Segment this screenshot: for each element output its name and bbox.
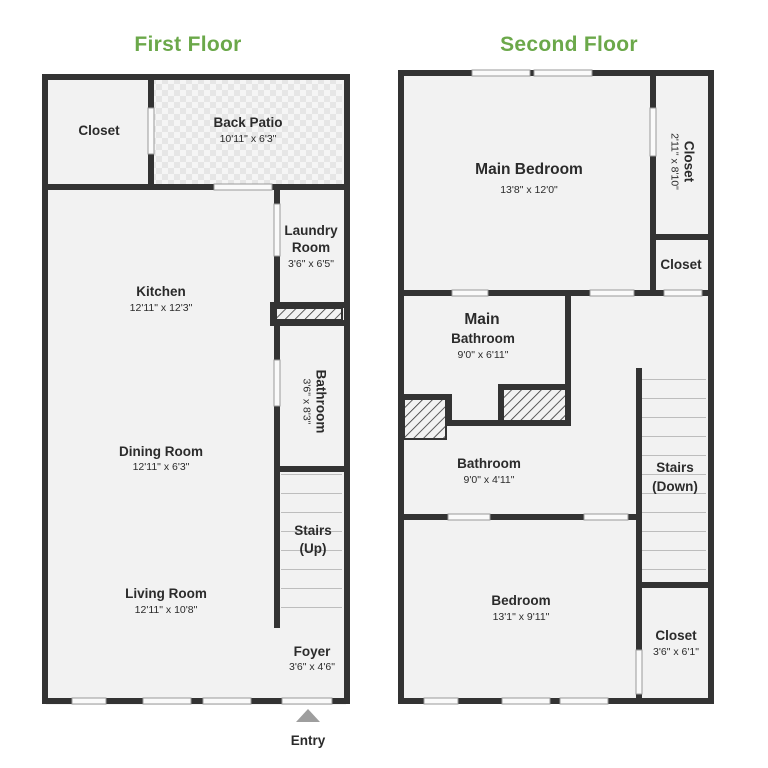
first-floor-chase: [275, 307, 343, 321]
sf-closet-bottom-dim: 3'6" x 6'1": [653, 646, 699, 658]
stairs-down-treads: [642, 370, 706, 582]
second-floor-chase-left: [403, 396, 447, 440]
main-bedroom-label: Main Bedroom: [475, 161, 583, 178]
second-floor-plan: [398, 69, 714, 705]
kitchen-dim: 12'11" x 12'3": [129, 302, 193, 314]
stairs-up-label-line1: Stairs: [294, 523, 332, 538]
kitchen-label: Kitchen: [136, 284, 186, 299]
ff-bathroom-rotated-label: Bathroom 3'6" x 8'3": [300, 356, 329, 448]
foyer-dim: 3'6" x 4'6": [289, 661, 335, 673]
entry-label: Entry: [290, 733, 326, 748]
dining-room-label: Dining Room: [119, 444, 203, 459]
second-floor-chase-right: [501, 385, 568, 423]
stairs-down-label-line1: Stairs: [656, 460, 694, 475]
entry-arrow-icon: [296, 709, 320, 722]
ff-closet-label: Closet: [78, 123, 120, 138]
back-patio-area: [153, 80, 342, 186]
stairs-down-label-line2: (Down): [652, 479, 698, 494]
bedroom-dim: 13'1" x 9'11": [492, 611, 550, 623]
sf-closet-top-rotated-label: Closet 2'11" x 8'10": [668, 116, 697, 208]
back-patio-dim: 10'11" x 6'3": [219, 133, 277, 145]
sf-closet-top-dim: 2'11" x 8'10": [668, 133, 681, 190]
sf-closet-top-label: Closet: [681, 140, 697, 183]
stairs-up-treads: [281, 474, 342, 620]
sf-bathroom-dim: 9'0" x 4'11": [463, 474, 515, 486]
sf-closet-bottom-label: Closet: [655, 628, 697, 643]
main-bathroom-label-line1: Main: [464, 311, 500, 328]
ff-bathroom-dim: 3'6" x 8'3": [300, 378, 313, 425]
living-room-dim: 12'11" x 10'8": [134, 604, 198, 616]
laundry-room-label-line2: Room: [291, 240, 331, 255]
second-floor-openings: [423, 69, 703, 705]
ff-bathroom-label: Bathroom: [313, 369, 329, 434]
dining-room-dim: 12'11" x 6'3": [132, 461, 190, 473]
second-floor-title: Second Floor: [500, 33, 638, 56]
main-bathroom-label-line2: Bathroom: [451, 331, 515, 346]
stairs-up-label-line2: (Up): [299, 541, 327, 556]
main-bedroom-dim: 13'8" x 12'0": [500, 184, 558, 196]
living-room-label: Living Room: [125, 586, 207, 601]
bedroom-label: Bedroom: [491, 593, 551, 608]
main-bathroom-dim: 9'0" x 6'11": [457, 349, 509, 361]
laundry-room-dim: 3'6" x 6'5": [288, 258, 334, 270]
sf-bathroom-label: Bathroom: [457, 456, 521, 471]
first-floor-openings: [71, 107, 333, 705]
first-floor-title: First Floor: [134, 33, 242, 56]
first-floor-plan: [42, 74, 350, 722]
laundry-room-label-line1: Laundry: [284, 223, 338, 238]
foyer-label: Foyer: [293, 644, 331, 659]
back-patio-label: Back Patio: [213, 115, 283, 130]
sf-closet-small-label: Closet: [660, 257, 702, 272]
